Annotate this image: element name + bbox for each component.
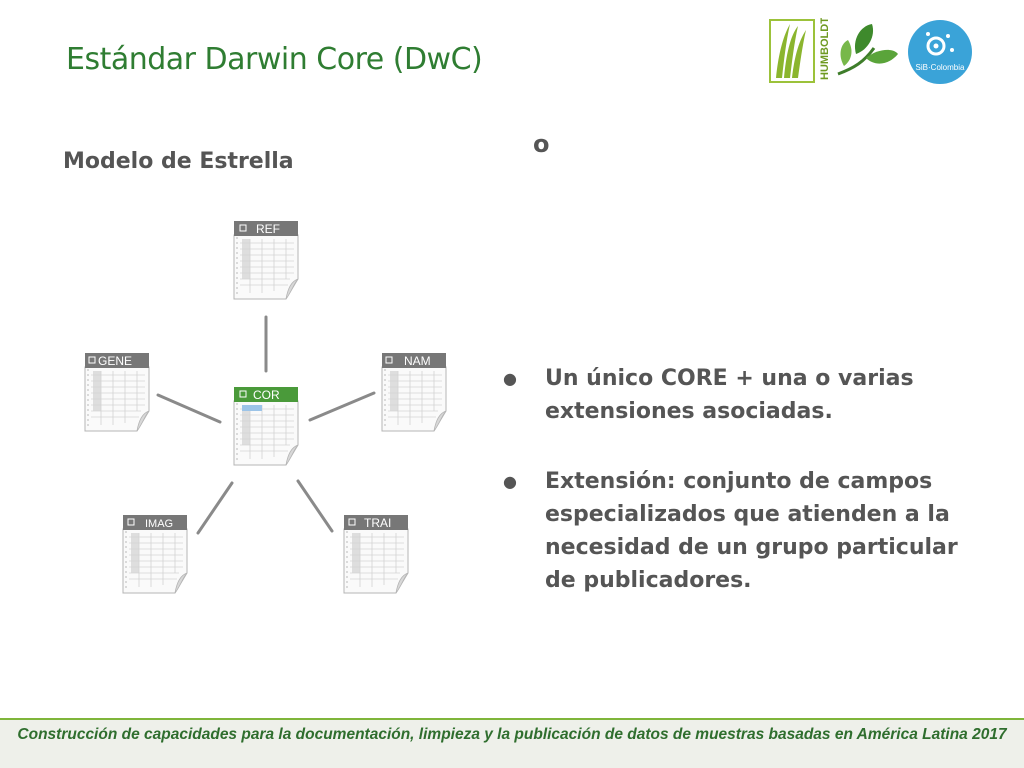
bullet-item-core: ● Un único CORE + una o varias extension… — [500, 362, 990, 428]
bullet-list: ● Un único CORE + una o varias extension… — [500, 362, 990, 597]
slide-title: Estándar Darwin Core (DwC) — [66, 42, 483, 77]
bullet-marker: ● — [503, 369, 517, 388]
table-gene-label: GENE — [98, 354, 132, 368]
footer-banner: Construcción de capacidades para la docu… — [0, 718, 1024, 768]
humboldt-logo-text: HUMBOLDT — [819, 18, 831, 80]
table-nam: NAM — [381, 353, 447, 432]
table-trai-label: TRAI — [364, 516, 391, 530]
sib-logo-text: SiB·Colombia — [916, 63, 965, 72]
table-ref-label: REF — [256, 222, 280, 236]
slide-subtitle: Modelo de Estrella — [63, 149, 294, 174]
table-gene: GENE — [84, 353, 150, 432]
humboldt-logo: HUMBOLDT — [769, 18, 831, 83]
bullet-item-extension: ● Extensión: conjunto de campos especial… — [500, 465, 990, 597]
footer-text: Construcción de capacidades para la docu… — [17, 726, 1007, 743]
bullet-marker: ● — [503, 472, 517, 491]
table-core-label: COR — [253, 388, 280, 402]
table-imag: IMAG — [122, 515, 188, 594]
bullet-text: Extensión: conjunto de campos especializ… — [545, 469, 958, 593]
table-core: COR — [233, 387, 299, 466]
stray-text: o — [533, 130, 550, 158]
leaf-logo — [837, 24, 898, 76]
table-imag-label: IMAG — [145, 518, 173, 530]
star-model-diagram: REF GENE NAM COR IMAG TRAI — [84, 221, 447, 594]
logos: HUMBOLDT SiB·Colombia — [769, 18, 972, 84]
connector-lines — [156, 315, 376, 535]
sib-colombia-logo: SiB·Colombia — [908, 20, 972, 84]
table-ref: REF — [233, 221, 299, 300]
table-trai: TRAI — [343, 515, 409, 594]
bullet-text: Un único CORE + una o varias extensiones… — [545, 366, 914, 424]
table-nam-label: NAM — [404, 354, 431, 368]
